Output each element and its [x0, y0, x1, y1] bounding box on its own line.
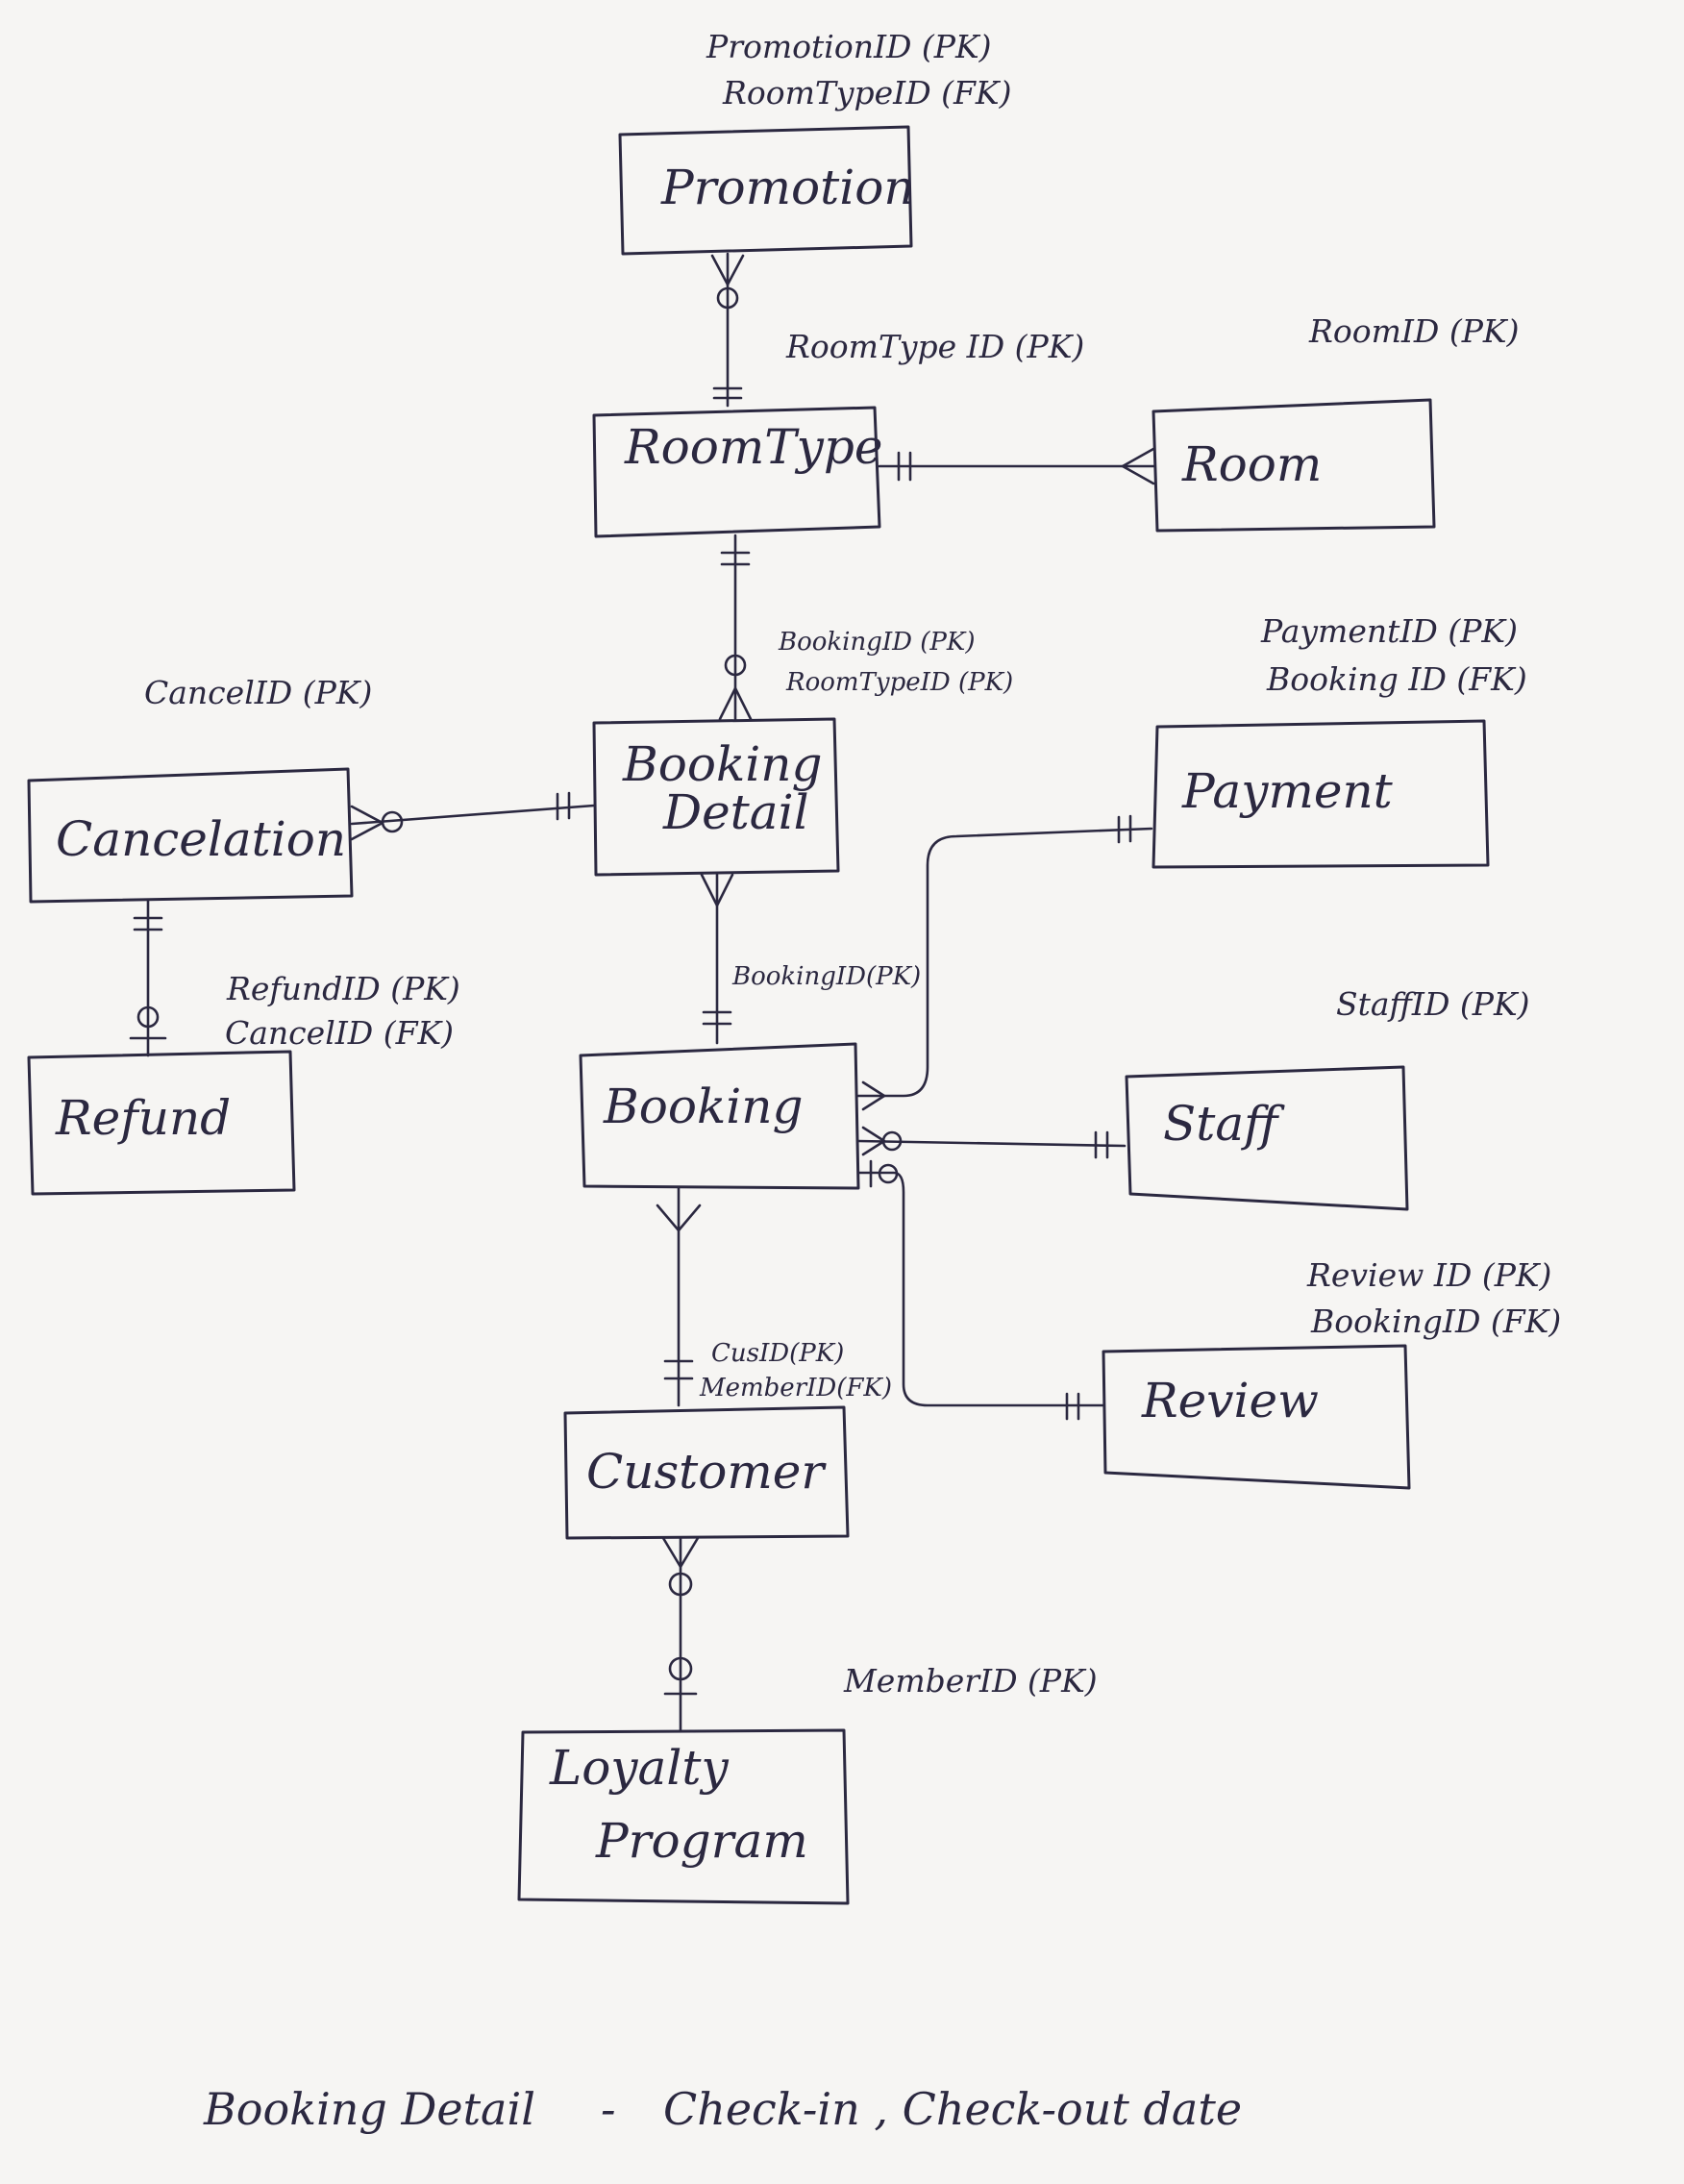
note-text: Check-in , Check-out date [663, 2083, 1242, 2135]
note-subject: Booking Detail [203, 2083, 535, 2135]
attr-room-pk: RoomID (PK) [1308, 312, 1519, 350]
circle-loyalty-top [668, 1656, 693, 1681]
bar-review [1065, 1392, 1080, 1421]
attr-roomtype-pk: RoomType ID (PK) [785, 328, 1084, 365]
circle-booking-review [878, 1163, 899, 1184]
entity-payment: Payment [1181, 763, 1394, 819]
entity-box-room [1152, 398, 1436, 533]
attr-promotion-fk: RoomTypeID (FK) [722, 74, 1011, 112]
bar-cancelation-bottom [133, 916, 163, 931]
circle-refund [136, 1005, 160, 1029]
crowfoot-customer-bottom [661, 1536, 700, 1569]
bar-roomtype-top [712, 386, 743, 400]
bar-customer-top [663, 1359, 694, 1380]
circle-booking-staff [881, 1130, 903, 1152]
attr-refund-fk: CancelID (FK) [225, 1014, 454, 1052]
bar-roomtype-bottom [720, 551, 751, 566]
entity-box-promotion [618, 125, 913, 256]
entity-box-review [1102, 1344, 1411, 1490]
bar-bookingdetail-left [556, 791, 571, 821]
entity-box-staff [1125, 1065, 1409, 1211]
bar-booking-top [702, 1010, 732, 1026]
entity-bookingdetail-line1: Booking [622, 736, 822, 792]
attr-payment-pk: PaymentID (PK) [1260, 612, 1518, 650]
entity-boxes [27, 125, 1490, 1905]
entity-booking: Booking [603, 1079, 803, 1134]
entity-box-loyalty [517, 1728, 850, 1905]
footnote: Booking Detail - Check-in , Check-out da… [203, 2083, 1242, 2135]
entity-loyalty-line1: Loyalty [549, 1740, 729, 1796]
entity-staff: Staff [1163, 1096, 1285, 1152]
rel-cancelation-bookingdetail [350, 804, 596, 826]
entity-box-cancelation [27, 767, 354, 904]
crowfoot-bookingdetail-top [718, 686, 753, 721]
attr-staff-pk: StaffID (PK) [1336, 985, 1530, 1023]
attr-bookingdetail-pk1: BookingID (PK) [778, 628, 975, 657]
attr-bookingdetail-pk2: RoomTypeID (PK) [785, 668, 1013, 697]
attr-review-fk: BookingID (FK) [1310, 1303, 1561, 1340]
relationship-lines [129, 252, 1155, 1732]
entity-box-customer [563, 1405, 850, 1540]
crowfoot-promotion [710, 254, 745, 286]
entity-room: Room [1181, 436, 1322, 492]
entity-bookingdetail-line2: Detail [662, 784, 809, 840]
entity-roomtype: RoomType [624, 419, 882, 475]
attr-review-pk: Review ID (PK) [1306, 1256, 1551, 1294]
entity-refund: Refund [55, 1090, 231, 1146]
attr-refund-pk: RefundID (PK) [226, 970, 460, 1007]
attr-customer-pk: CusID(PK) [711, 1339, 844, 1368]
bar-payment [1117, 814, 1132, 844]
attr-booking-pk: BookingID(PK) [731, 962, 921, 991]
attr-cancelation-pk: CancelID (PK) [144, 674, 372, 711]
attribute-labels: PromotionID (PK) RoomTypeID (FK) RoomTyp… [144, 28, 1561, 1700]
attr-promotion-pk: PromotionID (PK) [706, 28, 992, 65]
entity-box-booking [579, 1042, 860, 1190]
attr-loyalty-pk: MemberID (PK) [843, 1662, 1098, 1700]
note-dash: - [601, 2083, 616, 2135]
circle-promotion [716, 286, 739, 310]
crowfoot-bookingdetail-bottom [700, 873, 734, 907]
bar-roomtype-right [897, 451, 912, 482]
rel-booking-review [856, 1171, 1105, 1407]
entity-box-refund [27, 1050, 296, 1196]
rel-booking-staff [856, 1139, 1127, 1148]
entity-cancelation: Cancelation [56, 811, 346, 867]
entity-box-roomtype [592, 406, 881, 538]
entity-box-payment [1152, 719, 1490, 869]
entity-promotion: Promotion [660, 160, 915, 215]
entity-review: Review [1141, 1373, 1319, 1428]
circle-customer-bottom [668, 1572, 693, 1597]
rel-booking-payment [856, 827, 1153, 1098]
crowfoot-booking-bottom [656, 1204, 702, 1232]
bar-staff [1094, 1130, 1109, 1159]
entity-customer: Customer [586, 1444, 827, 1500]
crowfoot-room [1121, 447, 1155, 485]
entity-box-bookingdetail [592, 717, 840, 877]
attr-customer-fk: MemberID(FK) [699, 1374, 892, 1402]
crowfoot-booking-payment [861, 1080, 886, 1111]
attr-payment-fk: Booking ID (FK) [1266, 660, 1527, 698]
circle-bookingdetail-top [724, 654, 747, 677]
entity-loyalty-line2: Program [595, 1813, 808, 1869]
entity-names: Promotion RoomType Room Booking Detail C… [55, 160, 1394, 1869]
circle-cancelation [381, 810, 404, 833]
